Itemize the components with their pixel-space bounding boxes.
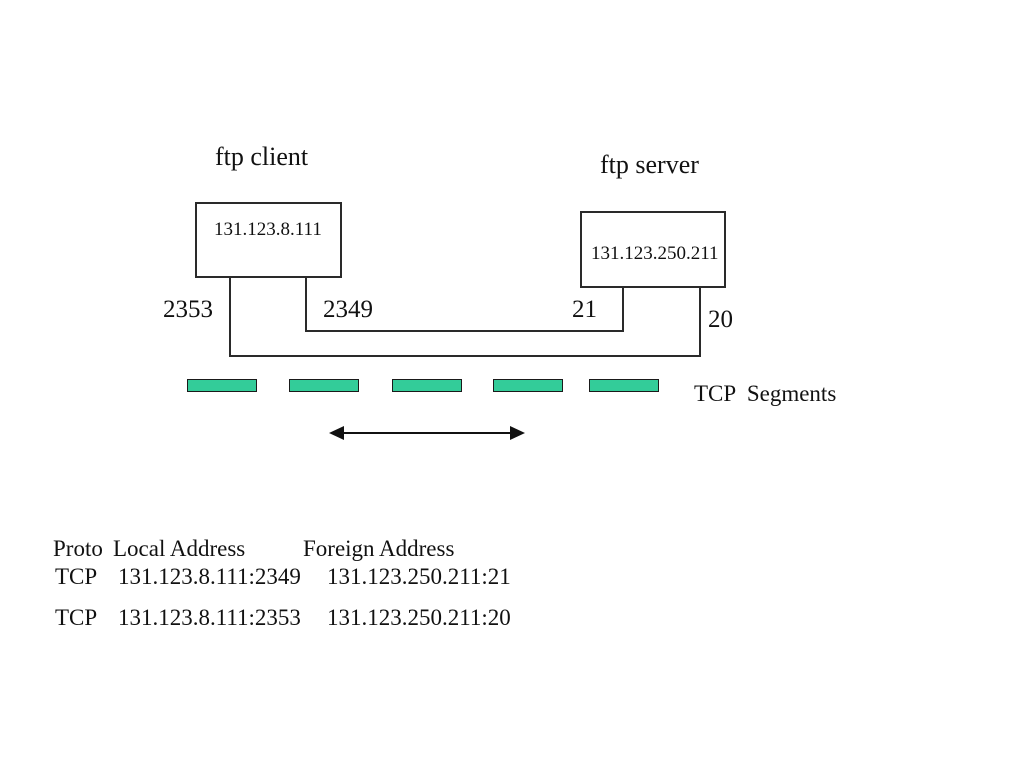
server-control-port-line [622, 288, 624, 331]
client-control-port-label: 2349 [323, 296, 373, 323]
client-data-port-label: 2353 [163, 296, 213, 323]
ftp-server-ip: 131.123.250.211 [591, 243, 719, 264]
control-connection-line [305, 330, 624, 332]
tcp-segment [392, 379, 462, 392]
row-foreign-address: 131.123.250.211:21 [327, 564, 511, 589]
data-connection-line [229, 355, 701, 357]
tcp-segment [289, 379, 359, 392]
table-header-foreign-address: Foreign Address [303, 536, 455, 561]
table-header-proto: Proto [53, 536, 103, 561]
client-control-port-line [305, 278, 307, 331]
server-data-port-line [699, 287, 701, 356]
server-data-port-label: 20 [708, 306, 733, 333]
tcp-segments-label: TCP Segments [694, 381, 837, 406]
row-proto: TCP [55, 605, 98, 630]
row-proto: TCP [55, 564, 98, 589]
tcp-segment [187, 379, 257, 392]
ftp-server-box: 131.123.250.211 [580, 211, 726, 288]
tcp-segment [493, 379, 563, 392]
bidirectional-arrow-icon [329, 426, 525, 440]
table-header-local-address: Local Address [113, 536, 246, 561]
row-local-address: 131.123.8.111:2349 [118, 564, 301, 589]
ftp-client-title: ftp client [215, 142, 309, 171]
client-data-port-line [229, 278, 231, 356]
server-control-port-label: 21 [572, 296, 597, 323]
row-foreign-address: 131.123.250.211:20 [327, 605, 511, 630]
row-local-address: 131.123.8.111:2353 [118, 605, 301, 630]
ftp-client-ip: 131.123.8.111 [214, 219, 322, 240]
ftp-server-title: ftp server [600, 150, 699, 179]
tcp-segment [589, 379, 659, 392]
ftp-client-box: 131.123.8.111 [195, 202, 342, 278]
